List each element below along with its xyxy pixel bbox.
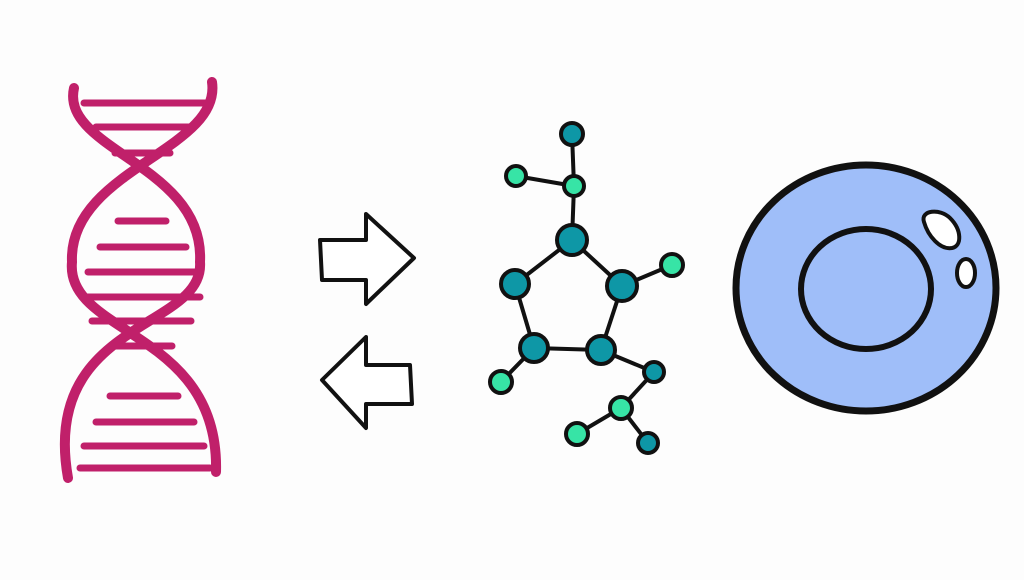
cell-highlight-small xyxy=(955,257,977,289)
molecule-atoms xyxy=(488,121,685,455)
molecule-atom xyxy=(585,334,617,366)
molecule-atom xyxy=(518,332,550,364)
molecule-atom xyxy=(504,164,528,188)
molecule-atom xyxy=(555,223,589,257)
molecule-atom xyxy=(605,269,639,303)
molecule-atom xyxy=(608,395,634,421)
molecule-atom xyxy=(636,431,660,455)
dna-double-helix-icon xyxy=(60,77,222,483)
cyclic-molecule-icon xyxy=(488,121,685,455)
molecule-atom xyxy=(562,174,586,198)
dna-strand-left xyxy=(60,83,206,483)
molecule-atom xyxy=(564,421,590,447)
cell-highlight-large xyxy=(921,209,962,251)
dna-strand-right xyxy=(66,77,222,477)
molecule-atom xyxy=(559,121,585,147)
cell-nucleus xyxy=(798,226,934,352)
arrow-right-icon xyxy=(318,212,416,306)
molecule-atom xyxy=(499,268,531,300)
cell-icon xyxy=(732,161,1000,415)
molecule-atom xyxy=(642,360,666,384)
molecule-atom xyxy=(659,252,685,278)
bidirectional-arrows-icon xyxy=(318,212,416,430)
arrow-left-icon xyxy=(320,335,414,430)
molecule-atom xyxy=(488,369,514,395)
